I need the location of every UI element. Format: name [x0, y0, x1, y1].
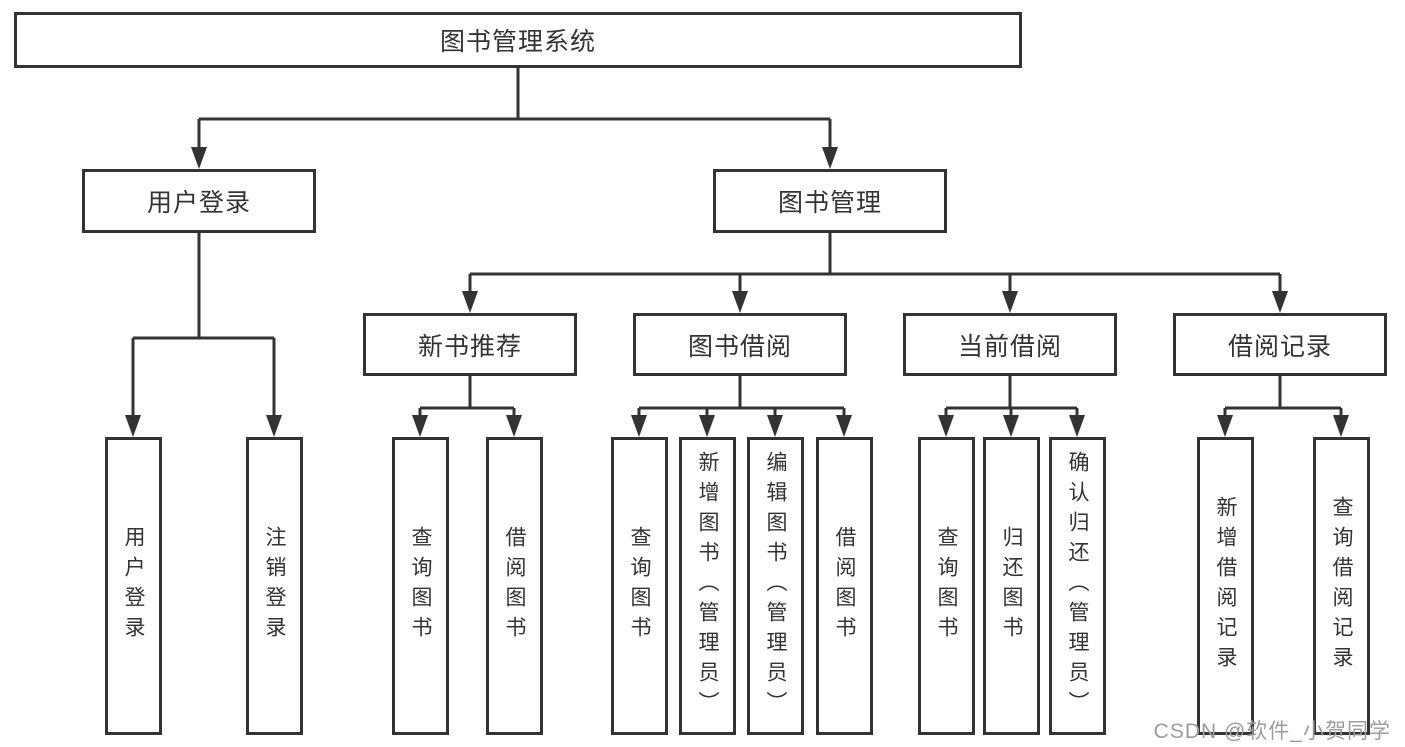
node-label: 用户登录 [122, 526, 145, 646]
node-label: 查询图书 [935, 526, 958, 646]
leaf-confirm-return-admin: 确认归还（管理员） [1049, 437, 1106, 735]
node-label: 图书借阅 [687, 332, 792, 361]
leaf-query-books-current: 查询图书 [918, 437, 975, 735]
leaf-add-books-admin: 新增图书（管理员） [679, 437, 736, 735]
node-label: 当前借阅 [957, 332, 1062, 361]
leaf-query-borrow-record: 查询借阅记录 [1313, 437, 1370, 735]
node-book-borrowing: 图书借阅 [633, 313, 847, 376]
leaf-edit-books-admin: 编辑图书（管理员） [747, 437, 804, 735]
leaf-borrow-books: 借阅图书 [816, 437, 873, 735]
node-label: 图书管理 [777, 189, 882, 217]
leaf-query-books: 查询图书 [611, 437, 668, 735]
node-label: 借阅图书 [503, 526, 526, 646]
leaf-borrow-books-recommend: 借阅图书 [486, 437, 543, 735]
node-label: 归还图书 [1000, 526, 1023, 646]
node-library-management-system: 图书管理系统 [14, 12, 1022, 68]
node-book-management: 图书管理 [713, 169, 947, 233]
node-borrowing-records: 借阅记录 [1173, 313, 1387, 376]
node-user-login: 用户登录 [82, 169, 316, 233]
node-label: 编辑图书（管理员） [764, 451, 787, 721]
node-label: 图书管理系统 [439, 28, 596, 56]
leaf-query-books-recommend: 查询图书 [392, 437, 449, 735]
node-label: 借阅图书 [833, 526, 856, 646]
node-label: 注销登录 [263, 526, 286, 646]
node-label: 查询图书 [628, 526, 651, 646]
node-label: 新增图书（管理员） [696, 451, 719, 721]
node-current-borrowing: 当前借阅 [903, 313, 1117, 376]
leaf-add-borrow-record: 新增借阅记录 [1197, 437, 1254, 735]
leaf-user-login: 用户登录 [105, 437, 162, 735]
node-label: 借阅记录 [1227, 332, 1332, 361]
node-label: 确认归还（管理员） [1066, 451, 1089, 721]
watermark: CSDN @软件_小贺同学 [1153, 720, 1391, 743]
node-label: 用户登录 [146, 189, 251, 217]
node-label: 新增借阅记录 [1214, 496, 1237, 676]
node-label: 查询图书 [409, 526, 432, 646]
node-new-book-recommend: 新书推荐 [363, 313, 577, 376]
leaf-return-books: 归还图书 [983, 437, 1040, 735]
node-label: 新书推荐 [417, 332, 522, 361]
leaf-logout: 注销登录 [246, 437, 303, 735]
node-label: 查询借阅记录 [1330, 496, 1353, 676]
